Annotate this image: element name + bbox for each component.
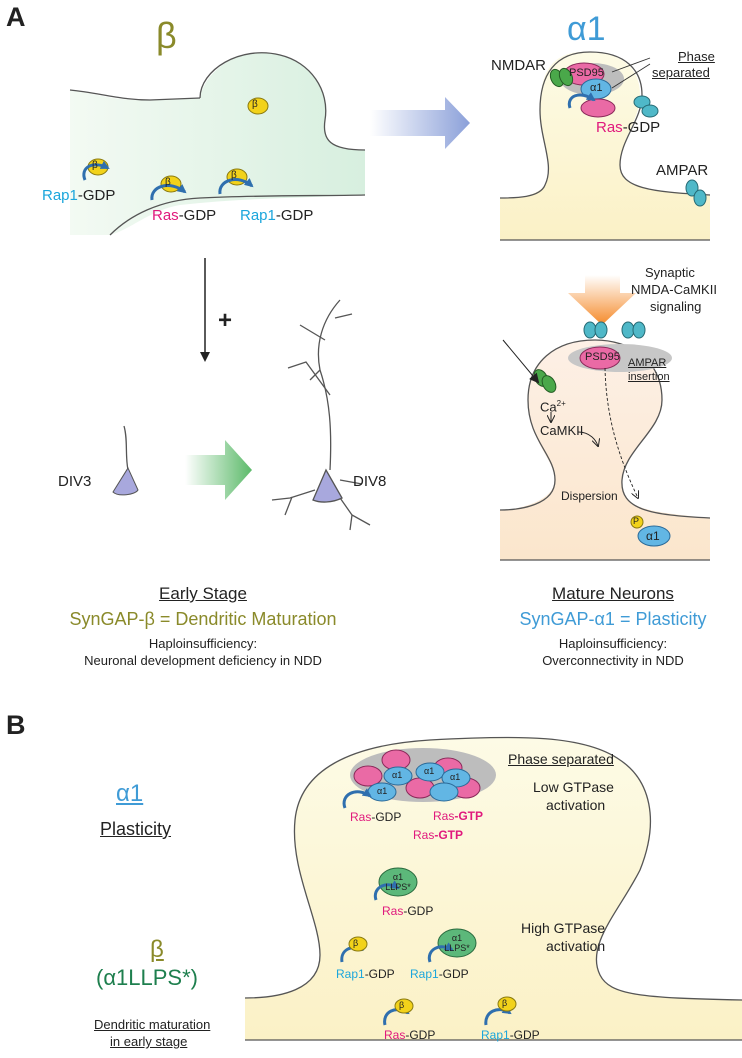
phase-separated-label-2: separated: [652, 65, 710, 80]
alpha1-label: α1: [377, 786, 388, 796]
early-stage-effect: Neuronal development deficiency in NDD: [84, 653, 322, 668]
high-gtpase-label-1: High GTPase: [521, 920, 606, 936]
beta-dendrite: [69, 52, 366, 236]
panelB-spine: [244, 736, 742, 1041]
neuron-div3: [112, 425, 139, 496]
ras-gdp-b2: Ras-GDP: [382, 904, 434, 918]
mature-spine: [499, 321, 711, 561]
ras-gdp-b3: Ras-GDP: [384, 1028, 436, 1042]
alpha1-label: α1: [646, 529, 660, 543]
beta-molecule-label: β: [92, 160, 98, 171]
ras-gdp-alpha: Ras-GDP: [596, 119, 661, 136]
transition-arrow-blue: [370, 97, 470, 149]
beta-molecule-label: β: [252, 99, 258, 110]
psd95-label: PSD95: [569, 67, 604, 79]
llps-label-2: LLPS*: [385, 882, 411, 892]
ras-gtp-b2: Ras-GTP: [413, 828, 464, 842]
gap-activity-arrows: [82, 160, 254, 201]
high-gtpase-label-2: activation: [546, 938, 606, 954]
llps-label-1: α1: [451, 933, 463, 943]
early-stage-haplo: Haploinsufficiency:: [148, 636, 258, 651]
dendritic-maturation-label-1: Dendritic maturation: [94, 1017, 211, 1032]
alpha1-label: α1: [392, 770, 403, 780]
alpha1-label: α1: [590, 82, 603, 94]
calcium-label: Ca2+: [540, 399, 566, 415]
mature-neurons-heading: Mature Neurons: [552, 584, 674, 603]
dispersion-label: Dispersion: [561, 489, 618, 503]
beta-molecule-label: β: [399, 1000, 405, 1010]
signaling-arrow-orange: [568, 275, 636, 325]
beta-molecule-label: β: [353, 938, 359, 948]
llps-label-1: α1: [392, 872, 404, 882]
beta-title: β: [156, 15, 177, 56]
div3-label: DIV3: [58, 473, 92, 490]
low-gtpase-label-1: Low GTPase: [533, 779, 614, 795]
alpha1-label: α1: [450, 772, 461, 782]
ampar-receptor: [633, 95, 707, 207]
alpha1-cluster: [367, 762, 471, 802]
mature-neurons-effect: Overconnectivity in NDD: [542, 653, 684, 668]
panel-a-label: A: [6, 2, 26, 32]
signaling-label-2: NMDA-CaMKII: [631, 282, 717, 297]
signaling-label-3: signaling: [650, 299, 702, 314]
alpha1-spine: [499, 51, 711, 241]
ampar-insertion-label-1: AMPAR: [628, 357, 667, 369]
beta-molecule-label: β: [231, 170, 237, 181]
low-gtpase-label-2: activation: [546, 797, 606, 813]
ras-gdp-b1: Ras-GDP: [350, 810, 402, 824]
rap1-gdp-b3: Rap1-GDP: [481, 1028, 540, 1042]
panel-b-label: B: [6, 710, 26, 740]
plasticity-label: Plasticity: [100, 819, 172, 839]
mature-neurons-haplo: Haploinsufficiency:: [558, 636, 668, 651]
panelB-beta-title: β: [150, 936, 164, 963]
div8-label: DIV8: [353, 473, 387, 490]
panelB-phase-separated: Phase separated: [508, 751, 614, 767]
rap1-gdp-left: Rap1-GDP: [42, 187, 116, 204]
alpha1-title: α1: [567, 10, 606, 48]
alpha1-llps-label: (α1LLPS*): [96, 965, 198, 990]
neuron-div8: [271, 299, 371, 531]
psd95-label: PSD95: [585, 351, 620, 363]
early-stage-summary: SynGAP-β = Dendritic Maturation: [69, 609, 337, 629]
beta-molecule-label: β: [502, 998, 508, 1008]
nmdar-receptor: [549, 67, 574, 88]
signaling-label-1: Synaptic: [645, 265, 695, 280]
maturation-arrow-green: [185, 440, 252, 500]
camkii-label: CaMKII: [540, 423, 584, 438]
beta-molecule-label: β: [165, 177, 171, 188]
phase-separated-label-1: Phase: [678, 49, 715, 64]
ras-gdp-mid: Ras-GDP: [152, 207, 217, 224]
rap1-gdp-right: Rap1-GDP: [240, 207, 314, 224]
ampar-label: AMPAR: [656, 162, 709, 179]
llps-label-2: LLPS*: [444, 943, 470, 953]
early-stage-heading: Early Stage: [159, 584, 247, 603]
rap1-gdp-b1: Rap1-GDP: [336, 967, 395, 981]
ras-gtp-b1: Ras-GTP: [433, 809, 484, 823]
ampar-insertion-label-2: insertion: [628, 371, 670, 383]
mature-neurons-summary: SynGAP-α1 = Plasticity: [519, 609, 707, 629]
phospho-label: P: [633, 516, 640, 526]
dendritic-maturation-label-2: in early stage: [110, 1034, 188, 1049]
nmdar-label: NMDAR: [491, 57, 546, 74]
rap1-gdp-b2: Rap1-GDP: [410, 967, 469, 981]
panelB-alpha1-title: α1: [116, 780, 144, 807]
plus-sign: +: [218, 307, 233, 334]
ampar-receptor: [583, 321, 646, 339]
alpha1-label: α1: [424, 766, 435, 776]
